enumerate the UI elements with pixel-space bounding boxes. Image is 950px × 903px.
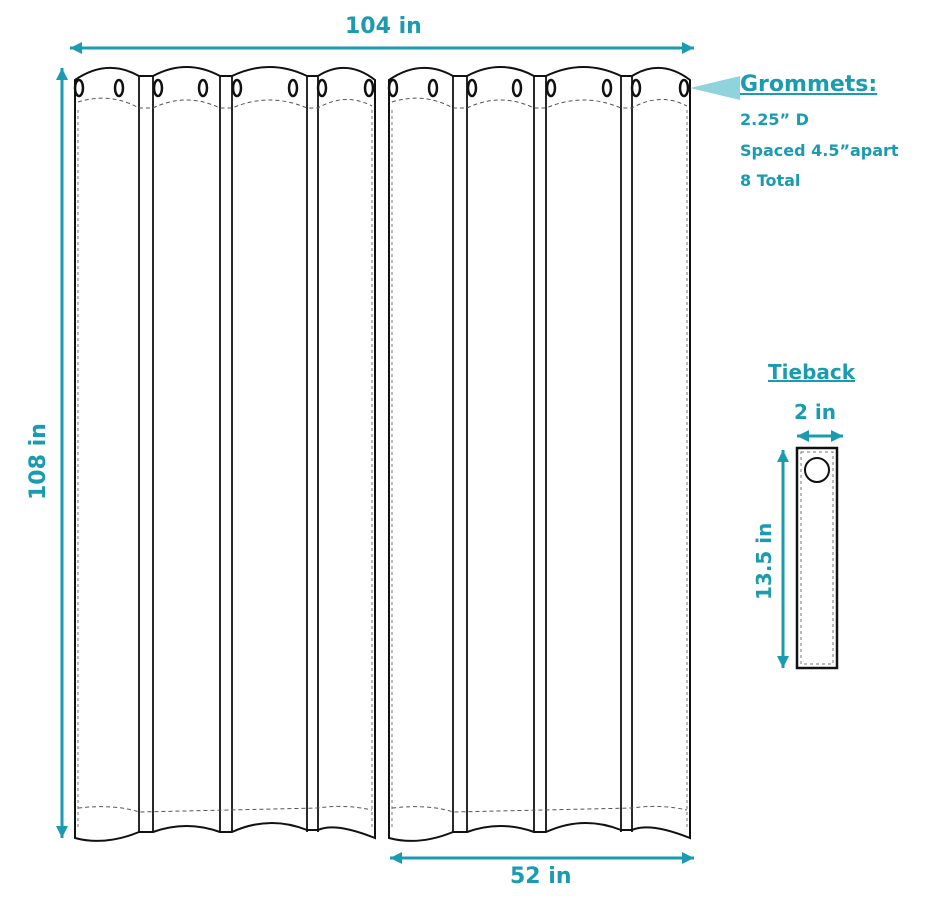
- grommet-icon: [73, 78, 85, 98]
- grommet-icon: [316, 78, 328, 98]
- grommet-icon: [387, 78, 399, 98]
- grommet-icon: [231, 78, 243, 98]
- grommet-icon: [152, 78, 164, 98]
- grommet-total: 8 Total: [740, 171, 801, 190]
- left-panel-outline: [74, 66, 376, 842]
- right-panel-hem-stitch: [391, 805, 688, 813]
- grommet-diameter: 2.25” D: [740, 110, 809, 129]
- panel-width-arrow-head: [682, 852, 694, 864]
- tieback-width-label: 2 in: [794, 400, 836, 424]
- grommet-icon: [511, 78, 523, 98]
- height-label: 108 in: [26, 423, 51, 500]
- grommet-icon: [363, 78, 375, 98]
- grommets-title: Grommets:: [740, 72, 878, 97]
- tieback-title: Tieback: [768, 360, 856, 384]
- left-panel-hem-stitch: [77, 805, 373, 813]
- grommet-icon: [678, 78, 690, 98]
- tieback-length-arrow-head: [777, 450, 789, 462]
- tieback-width-arrow-head: [831, 430, 843, 442]
- tieback-length-arrow-head: [777, 656, 789, 668]
- total-width-arrow-head: [70, 42, 82, 54]
- tieback-width-arrow-head: [797, 430, 809, 442]
- tieback-stitch: [800, 451, 834, 665]
- grommet-callout-pointer: [690, 76, 740, 100]
- grommet-icon: [466, 78, 478, 98]
- tieback-length-label: 13.5 in: [752, 522, 776, 600]
- grommet-icon: [287, 78, 299, 98]
- grommet-spacing: Spaced 4.5”apart: [740, 141, 899, 160]
- height-arrow-head: [56, 826, 68, 838]
- total-width-label: 104 in: [345, 14, 422, 39]
- height-arrow-head: [56, 68, 68, 80]
- total-width-arrow-head: [682, 42, 694, 54]
- panel-width-label: 52 in: [510, 864, 572, 889]
- grommet-icon: [545, 78, 557, 98]
- tieback-grommet-icon: [804, 457, 830, 483]
- grommet-icon: [601, 78, 613, 98]
- tieback-strap: [795, 446, 839, 670]
- grommet-icon: [427, 78, 439, 98]
- grommet-icon: [113, 78, 125, 98]
- grommet-icon: [197, 78, 209, 98]
- panel-width-arrow-head: [390, 852, 402, 864]
- grommet-icon: [630, 78, 642, 98]
- right-panel-outline: [388, 66, 691, 842]
